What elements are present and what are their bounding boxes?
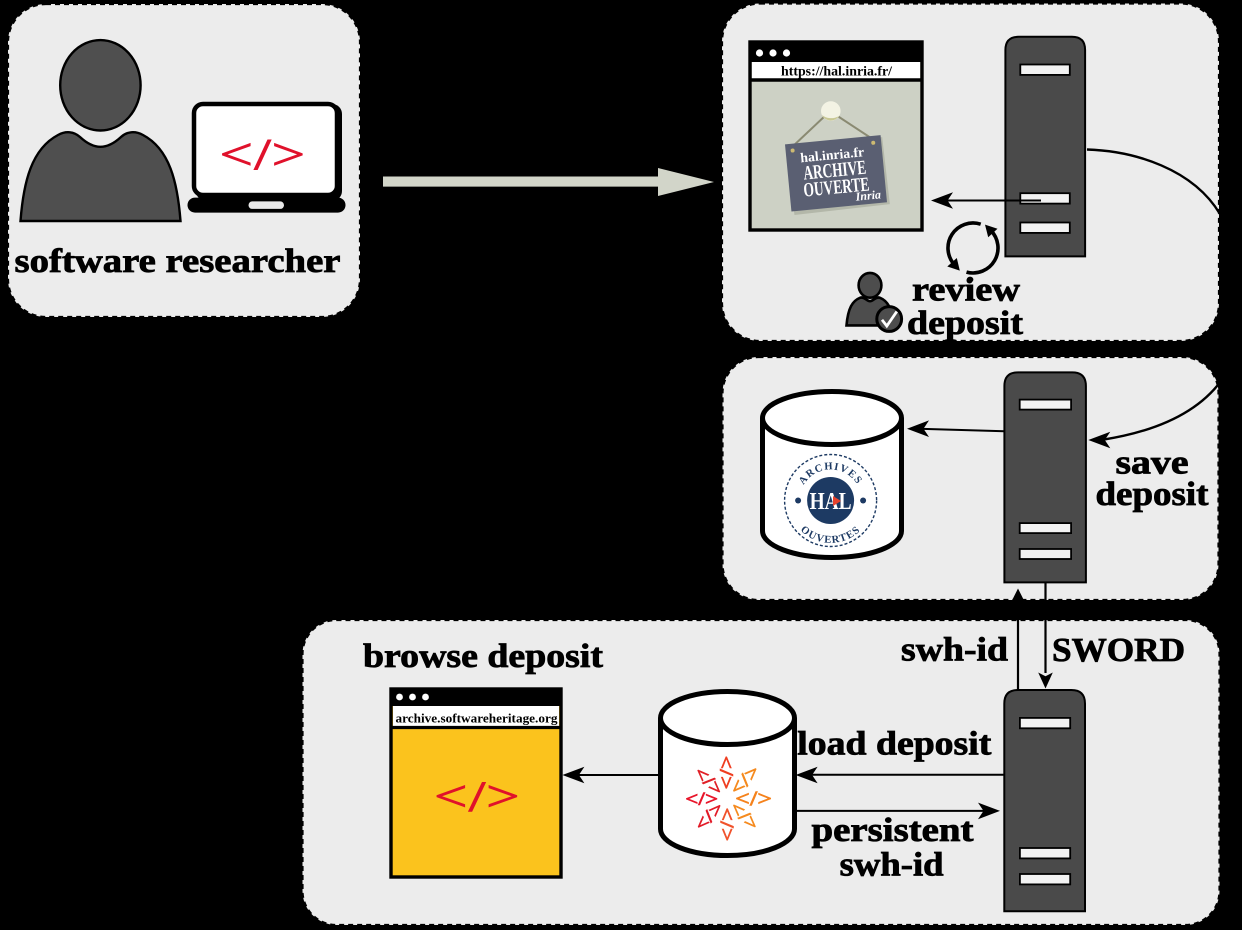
svg-text:SWORD: SWORD	[1052, 632, 1185, 669]
svg-text:</>: </>	[717, 756, 738, 790]
svg-text:HAL: HAL	[810, 489, 852, 515]
svg-text:</>: </>	[715, 808, 736, 842]
svg-text:persistent: persistent	[812, 812, 975, 849]
svg-text:</>: </>	[219, 129, 306, 180]
svg-text:review: review	[912, 272, 1020, 309]
svg-text:</>: </>	[685, 788, 718, 808]
svg-text:software researcher: software researcher	[15, 243, 341, 280]
svg-text:Inria: Inria	[854, 187, 882, 203]
svg-text:swh-id: swh-id	[901, 632, 1008, 669]
svg-text:swh-id: swh-id	[840, 847, 944, 884]
svg-text:deposit: deposit	[1096, 476, 1210, 513]
svg-text:</>: </>	[735, 786, 772, 810]
svg-text:save: save	[1116, 445, 1189, 482]
svg-text:https://hal.inria.fr/: https://hal.inria.fr/	[781, 64, 892, 79]
svg-text:archive.softwareheritage.org: archive.softwareheritage.org	[396, 711, 558, 726]
svg-text:load deposit: load deposit	[797, 726, 992, 763]
svg-text:deposit: deposit	[907, 305, 1024, 342]
svg-text:</>: </>	[434, 772, 521, 821]
svg-text:browse deposit: browse deposit	[363, 638, 604, 675]
svg-text:hal.inria.fr: hal.inria.fr	[800, 144, 865, 165]
